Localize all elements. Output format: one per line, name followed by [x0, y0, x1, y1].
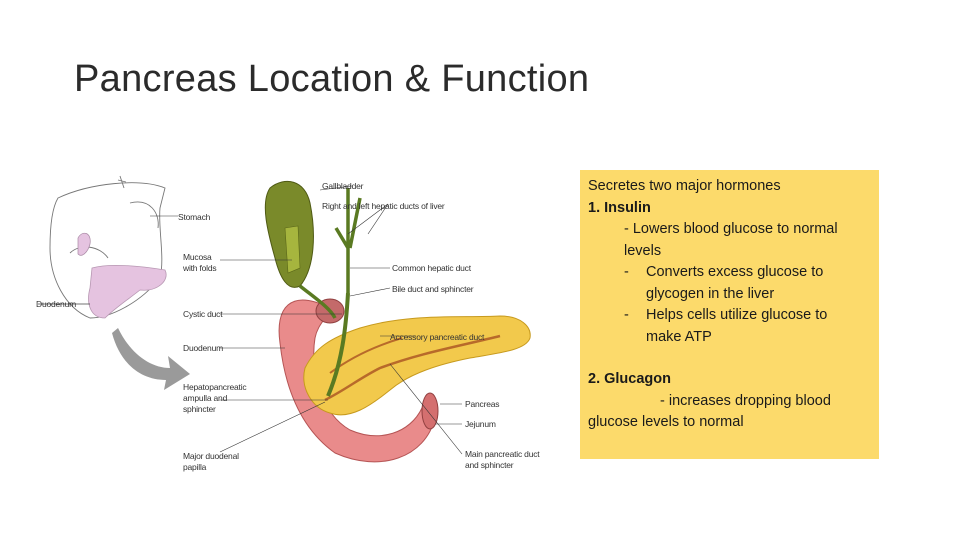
insulin-point-1: - Lowers blood glucose to normal [588, 219, 871, 241]
insulin-point-3: -Helps cells utilize glucose to [588, 305, 871, 327]
label-cystic-duct: Cystic duct [183, 309, 222, 319]
label-mucosa-folds: with folds [183, 263, 216, 273]
label-pancreas: Pancreas [465, 399, 499, 409]
anatomy-illustration [30, 168, 565, 480]
label-ampulla-2: ampulla and [183, 393, 227, 403]
label-bile-duct: Bile duct and sphincter [392, 284, 473, 294]
glucagon-point-1-cont: glucose levels to normal [588, 412, 871, 434]
insulin-point-3-text: Helps cells utilize glucose to [646, 307, 827, 323]
label-gallbladder: Gallbladder [322, 181, 363, 191]
label-main-duct-1: Main pancreatic duct [465, 449, 539, 459]
insulin-point-2: -Converts excess glucose to [588, 262, 871, 284]
label-jejunum: Jejunum [465, 419, 496, 429]
overview-gallbladder [78, 233, 90, 255]
overview-pancreas [89, 265, 167, 318]
label-hepatic-ducts: Right and left hepatic ducts of liver [322, 201, 445, 211]
zoom-arrow [112, 328, 190, 390]
label-main-duct-2: and sphincter [465, 460, 513, 470]
bullet-dash: - [624, 305, 646, 327]
label-papilla-2: papilla [183, 462, 206, 472]
glucagon-heading: 2. Glucagon [588, 369, 871, 391]
slide-title: Pancreas Location & Function [74, 58, 589, 101]
hormone-info-box: Secretes two major hormones 1. Insulin -… [580, 170, 879, 459]
insulin-point-1-cont: levels [588, 241, 871, 263]
glucagon-point-1: - increases dropping blood [588, 391, 871, 413]
insulin-point-3-cont: make ATP [588, 327, 871, 349]
label-ampulla-1: Hepatopancreatic [183, 382, 246, 392]
insulin-heading: 1. Insulin [588, 198, 871, 220]
label-common-hepatic-duct: Common hepatic duct [392, 263, 471, 273]
bullet-dash: - [624, 262, 646, 284]
label-stomach: Stomach [178, 212, 210, 222]
label-duodenum: Duodenum [183, 343, 223, 353]
label-accessory-duct: Accessory pancreatic duct [390, 332, 484, 342]
info-intro: Secretes two major hormones [588, 176, 871, 198]
pancreas-anatomy-diagram: Gallbladder Right and left hepatic ducts… [30, 168, 565, 480]
insulin-point-2-cont: glycogen in the liver [588, 284, 871, 306]
label-ampulla-3: sphincter [183, 404, 216, 414]
label-mucosa: Mucosa [183, 252, 212, 262]
label-papilla-1: Major duodenal [183, 451, 239, 461]
insulin-point-2-text: Converts excess glucose to [646, 264, 823, 280]
label-duodenum-overview: Duodenum [36, 299, 76, 309]
